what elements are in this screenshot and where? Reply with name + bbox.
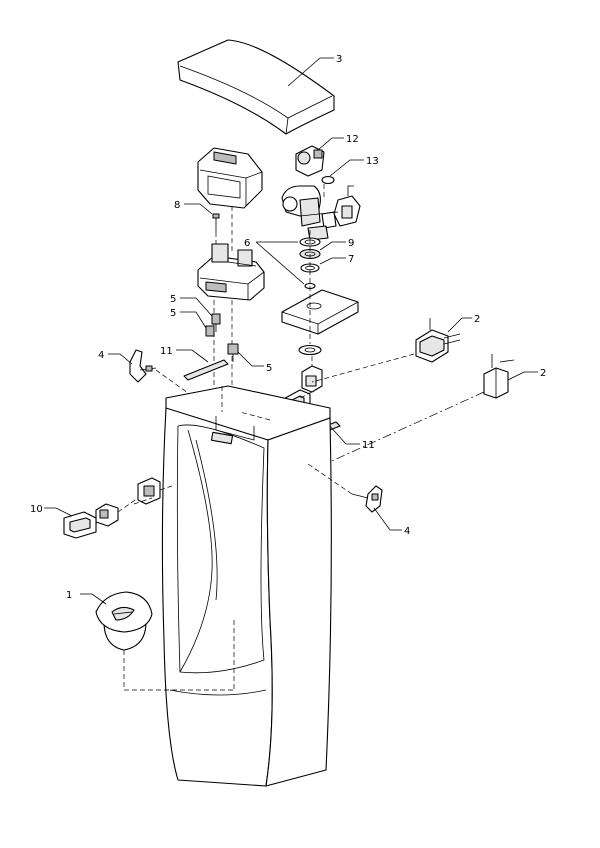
- callout-11a: 11: [160, 346, 173, 357]
- leader-2a: [447, 317, 472, 333]
- callout-13: 13: [366, 156, 379, 167]
- callout-11b: 11: [362, 440, 375, 451]
- leader-6b: [255, 241, 305, 285]
- callout-6: 6: [244, 238, 250, 249]
- fitting-part-5b: [205, 325, 215, 337]
- leader-11a: [176, 349, 209, 363]
- callout-9: 9: [348, 238, 354, 249]
- screw-part-8: [212, 213, 220, 232]
- bracket-part-4-right: [351, 485, 383, 513]
- controller-unit: [197, 243, 265, 301]
- strip-part-11-left: [183, 359, 229, 381]
- cabinet-body: [161, 385, 332, 787]
- valve-part-12: [295, 145, 325, 177]
- callout-2b: 2: [540, 368, 546, 379]
- leader-1: [80, 593, 107, 605]
- callout-2a: 2: [474, 314, 480, 325]
- leader-13: [329, 159, 364, 177]
- connector-part-2-lower: [483, 354, 515, 399]
- fitting-part-5a: [211, 313, 221, 332]
- leader-10: [44, 507, 73, 517]
- callout-8: 8: [174, 200, 180, 211]
- leader-4a: [108, 353, 133, 365]
- fitting-lower: [301, 365, 323, 393]
- front-connector: [137, 477, 161, 505]
- leader-4b: [373, 507, 402, 531]
- tray: [281, 289, 359, 335]
- connector-part-2-upper: [415, 318, 461, 363]
- lid-cover: [177, 39, 335, 135]
- callout-7: 7: [348, 254, 354, 265]
- plate-part-10: [63, 511, 97, 539]
- leader-2b: [507, 371, 538, 381]
- callout-10: 10: [30, 504, 43, 515]
- callout-5b: 5: [170, 308, 176, 319]
- callout-1: 1: [66, 590, 72, 601]
- leader-5b: [180, 311, 207, 329]
- flange-lower: [298, 344, 322, 356]
- controller-cover: [197, 147, 263, 209]
- plug-piece: [95, 503, 119, 527]
- callout-3: 3: [336, 54, 342, 65]
- leader-5a: [180, 297, 213, 317]
- leader-7: [319, 257, 346, 265]
- cap-part-1: [95, 591, 153, 651]
- callout-12: 12: [346, 134, 359, 145]
- leader-3: [287, 57, 334, 87]
- leader-11b: [327, 423, 360, 445]
- callout-4a: 4: [98, 350, 104, 361]
- leader-12: [317, 137, 344, 151]
- leader-5c: [237, 351, 264, 367]
- fitting-part-5c: [227, 343, 239, 362]
- callout-5a: 5: [170, 294, 176, 305]
- leader-8: [184, 203, 213, 215]
- callout-4b: 4: [404, 526, 410, 537]
- callout-5c: 5: [266, 363, 272, 374]
- ring-part-13: [321, 175, 335, 185]
- leader-9: [319, 241, 346, 251]
- bracket-part-4-left: [129, 349, 157, 383]
- valve-body: [281, 185, 361, 241]
